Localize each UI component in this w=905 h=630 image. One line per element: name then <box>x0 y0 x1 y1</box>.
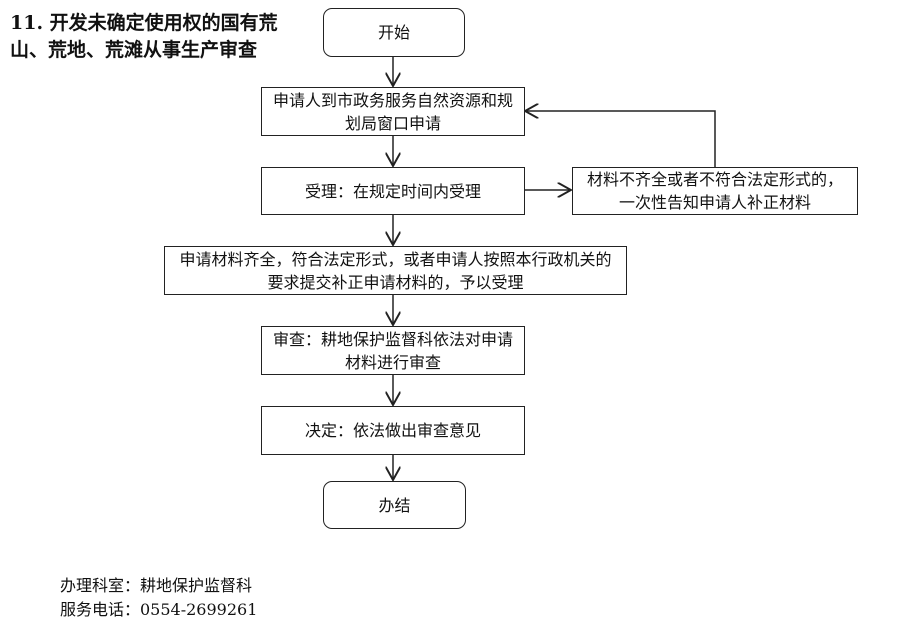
office-text: 办理科室：耕地保护监督科 <box>60 576 253 595</box>
review-node: 审查：耕地保护监督科依法对申请材料进行审查 <box>261 326 525 375</box>
end-node: 办结 <box>323 481 466 529</box>
complete-node: 申请材料齐全，符合法定形式，或者申请人按照本行政机关的要求提交补正申请材料的，予… <box>164 246 627 295</box>
incomplete-node: 材料不齐全或者不符合法定形式的，一次性告知申请人补正材料 <box>572 167 858 215</box>
phone-text: 服务电话：0554-2699261 <box>60 600 258 619</box>
start-node: 开始 <box>323 8 465 57</box>
page-title: 11. 开发未确定使用权的国有荒山、荒地、荒滩从事生产审查 <box>10 12 278 61</box>
apply-node: 申请人到市政务服务自然资源和规划局窗口申请 <box>261 87 525 136</box>
accept-node: 受理：在规定时间内受理 <box>261 167 525 215</box>
decide-node: 决定：依法做出审查意见 <box>261 406 525 455</box>
arrow-incomplete-apply <box>525 111 716 167</box>
